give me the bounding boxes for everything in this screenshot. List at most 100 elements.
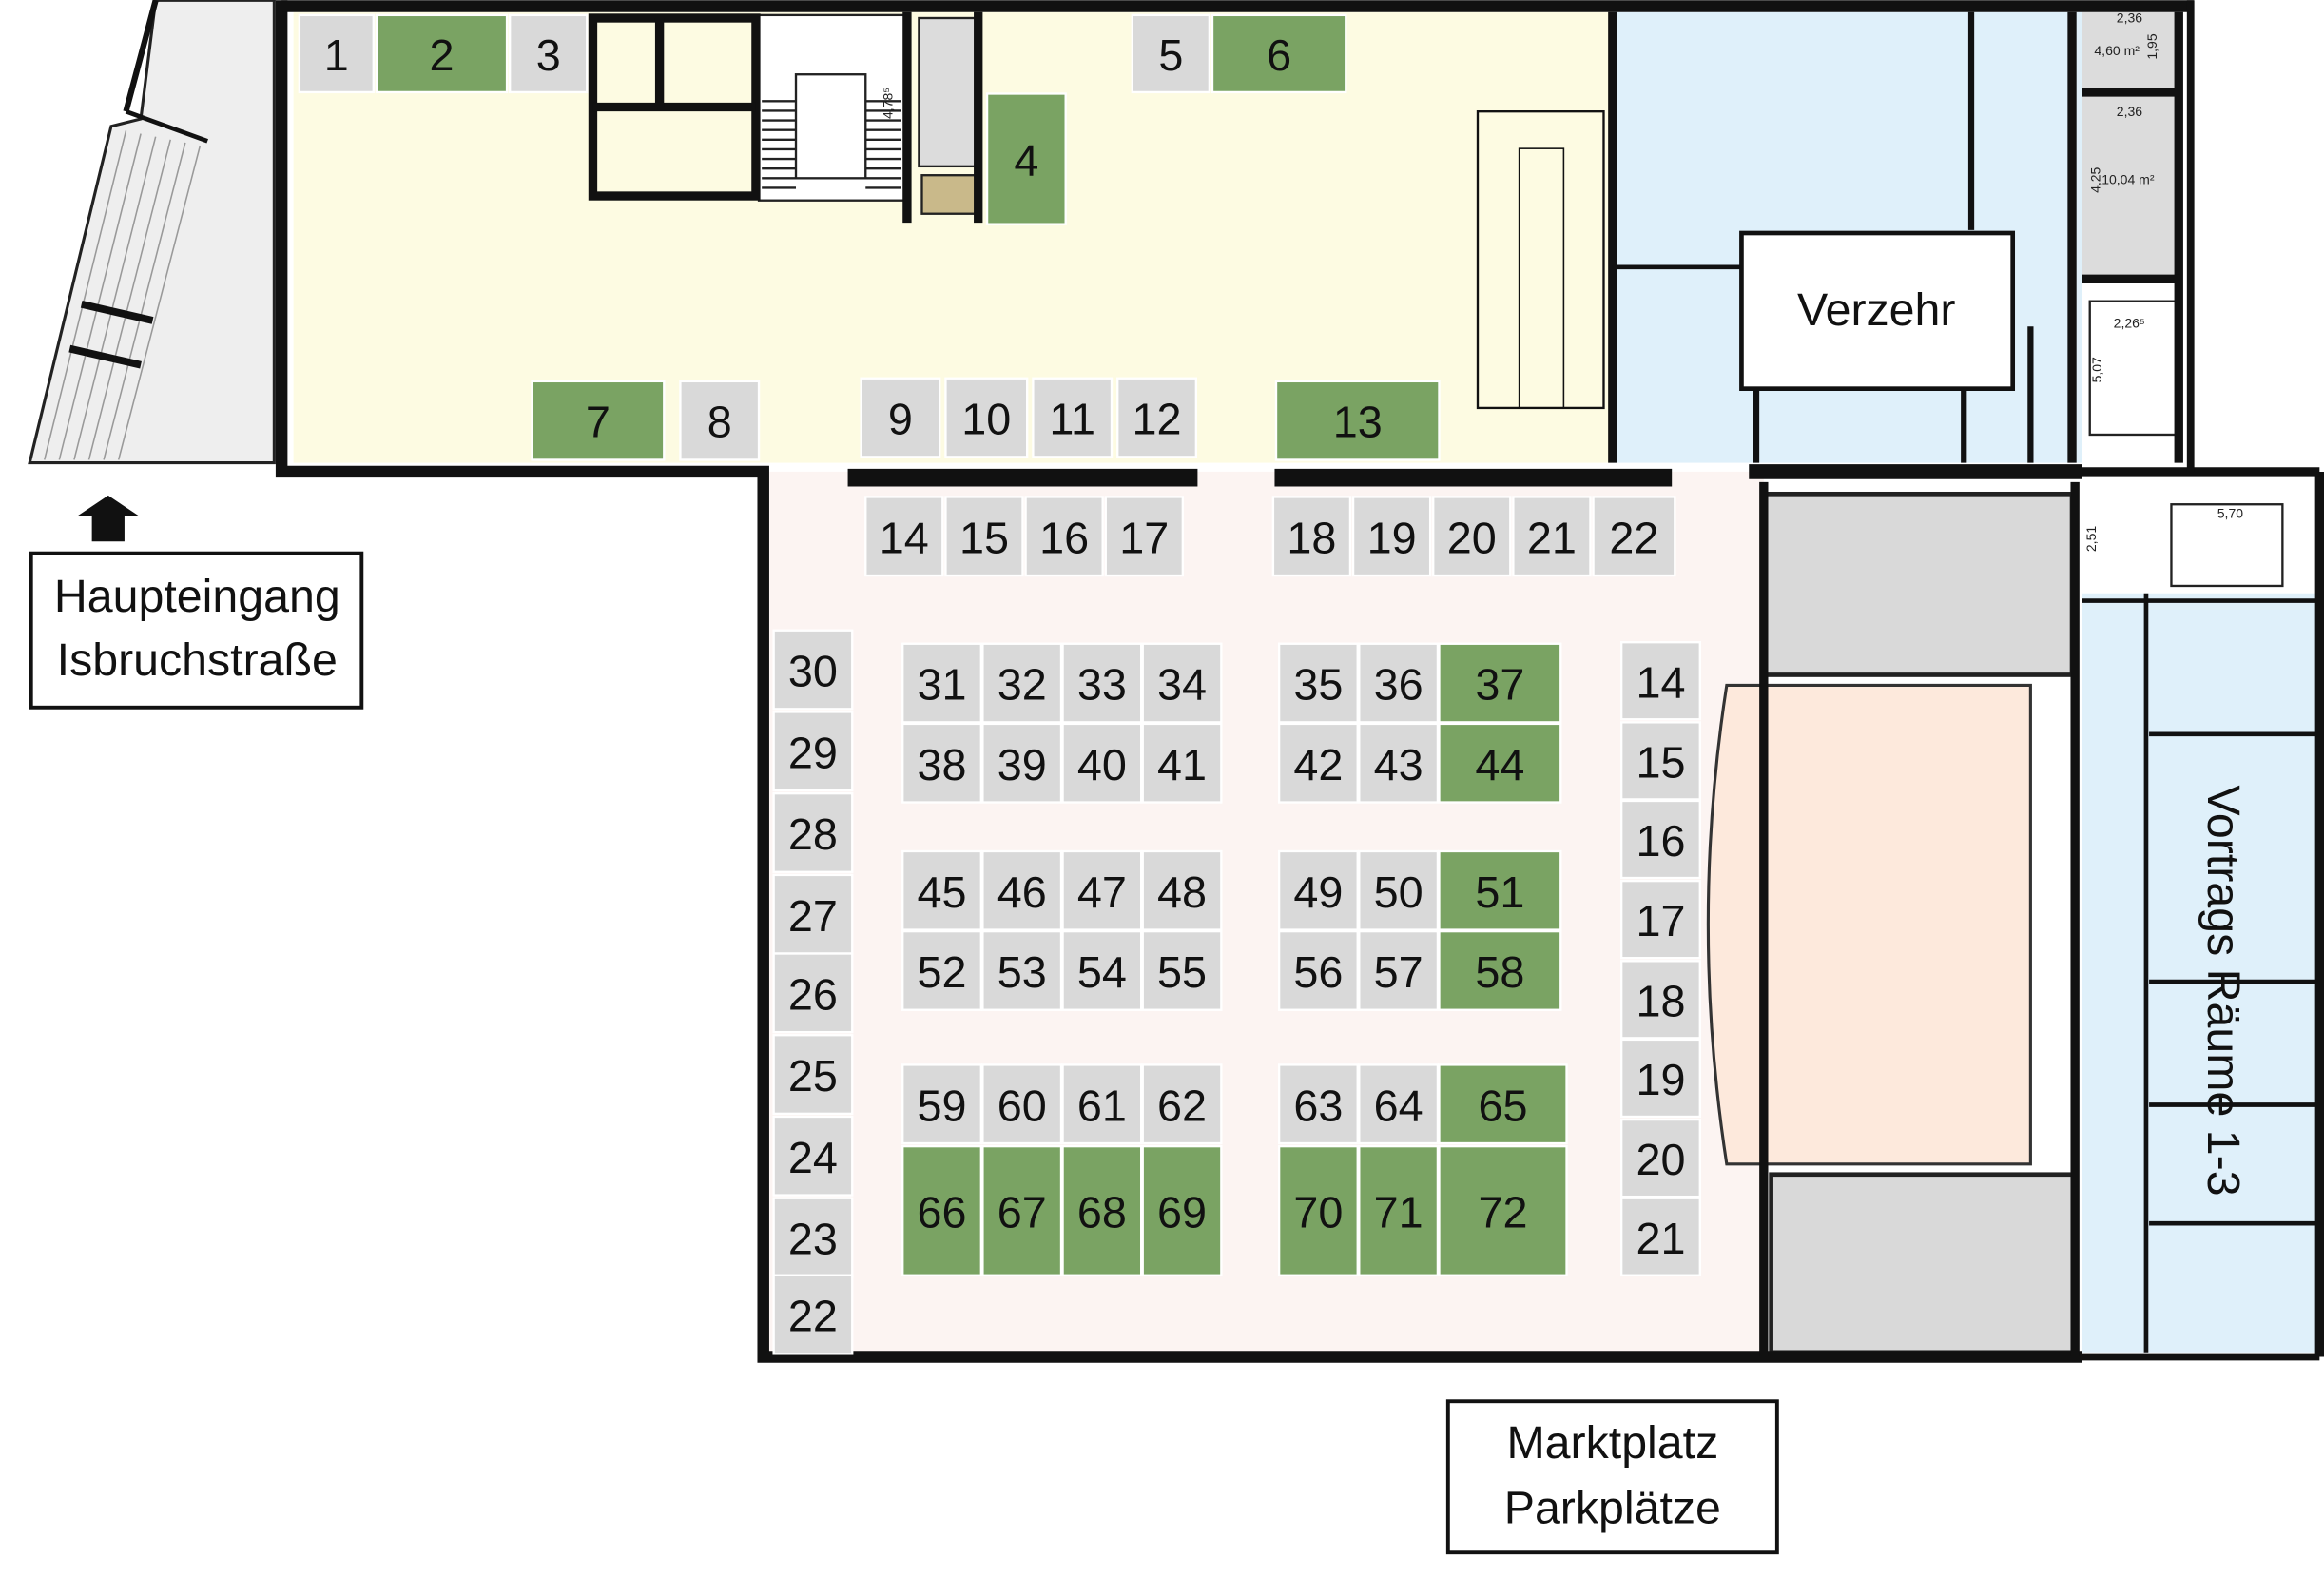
booth-65[interactable]: 65 <box>1438 1063 1568 1145</box>
booth-45[interactable]: 45 <box>901 849 983 931</box>
booth-number: 39 <box>997 740 1047 789</box>
staircase <box>757 13 2284 588</box>
booth-49[interactable]: 49 <box>1277 849 1359 931</box>
booth-number: 17 <box>1636 896 1685 945</box>
booth-7[interactable]: 7 <box>531 380 666 461</box>
booth-20[interactable]: 20 <box>1432 496 1512 577</box>
booth-28[interactable]: 28 <box>772 792 854 873</box>
booth-50[interactable]: 50 <box>1358 849 1440 931</box>
booth-cell <box>679 380 761 461</box>
booth-52[interactable]: 52 <box>901 929 983 1011</box>
main-entrance-label: Haupteingang Isbruchstraße <box>29 551 364 710</box>
booth-21[interactable]: 21 <box>1620 1197 1701 1276</box>
booth-59[interactable]: 59 <box>901 1063 983 1145</box>
booth-22[interactable]: 22 <box>772 1274 854 1355</box>
booth-72[interactable]: 72 <box>1438 1144 1568 1276</box>
booth-18[interactable]: 18 <box>1271 496 1352 577</box>
booth-29[interactable]: 29 <box>772 711 854 792</box>
booth-cell <box>1116 377 1198 458</box>
booth-32[interactable]: 32 <box>981 642 1063 724</box>
booth-55[interactable]: 55 <box>1141 929 1223 1011</box>
booth-24[interactable]: 24 <box>772 1115 854 1197</box>
booth-36[interactable]: 36 <box>1358 642 1440 724</box>
booth-38[interactable]: 38 <box>901 722 983 804</box>
booth-34[interactable]: 34 <box>1141 642 1223 724</box>
booth-17[interactable]: 17 <box>1104 496 1184 577</box>
booth-37[interactable]: 37 <box>1438 642 1562 724</box>
booth-4[interactable]: 4 <box>985 92 1067 225</box>
booth-3[interactable]: 3 <box>509 13 589 94</box>
booth-64[interactable]: 64 <box>1358 1063 1440 1145</box>
booth-21[interactable]: 21 <box>1512 496 1592 577</box>
booth-16[interactable]: 16 <box>1620 799 1701 880</box>
booth-22[interactable]: 22 <box>1592 496 1676 577</box>
booth-13[interactable]: 13 <box>1274 380 1441 461</box>
booth-16[interactable]: 16 <box>1024 496 1104 577</box>
booth-53[interactable]: 53 <box>981 929 1063 1011</box>
booth-12[interactable]: 12 <box>1116 377 1198 458</box>
booth-number: 16 <box>1636 816 1685 866</box>
booth-44[interactable]: 44 <box>1438 722 1562 804</box>
booth-57[interactable]: 57 <box>1358 929 1440 1011</box>
booth-1[interactable]: 1 <box>298 13 375 94</box>
booth-47[interactable]: 47 <box>1061 849 1143 931</box>
booth-23[interactable]: 23 <box>772 1197 854 1278</box>
booth-60[interactable]: 60 <box>981 1063 1063 1145</box>
booth-62[interactable]: 62 <box>1141 1063 1223 1145</box>
booth-43[interactable]: 43 <box>1358 722 1440 804</box>
booth-number: 6 <box>1267 30 1291 80</box>
booth-51[interactable]: 51 <box>1438 849 1562 931</box>
booth-41[interactable]: 41 <box>1141 722 1223 804</box>
booth-63[interactable]: 63 <box>1277 1063 1359 1145</box>
booth-17[interactable]: 17 <box>1620 879 1701 960</box>
booth-66[interactable]: 66 <box>901 1144 983 1276</box>
booth-30[interactable]: 30 <box>772 629 854 711</box>
booth-15[interactable]: 15 <box>1620 721 1701 801</box>
booth-cell <box>298 13 375 94</box>
booth-14[interactable]: 14 <box>1620 641 1701 721</box>
booth-cell <box>981 722 1063 804</box>
booth-71[interactable]: 71 <box>1358 1144 1440 1276</box>
booth-25[interactable]: 25 <box>772 1034 854 1116</box>
booth-54[interactable]: 54 <box>1061 929 1143 1011</box>
booth-58[interactable]: 58 <box>1438 929 1562 1011</box>
booth-27[interactable]: 27 <box>772 873 854 955</box>
booth-68[interactable]: 68 <box>1061 1144 1143 1276</box>
catering-area[interactable]: Verzehr <box>1739 230 2016 391</box>
dimension: 1,95 <box>2144 33 2159 59</box>
booth-2[interactable]: 2 <box>375 13 509 94</box>
booth-6[interactable]: 6 <box>1210 13 1347 94</box>
booth-40[interactable]: 40 <box>1061 722 1143 804</box>
booth-67[interactable]: 67 <box>981 1144 1063 1276</box>
booth-33[interactable]: 33 <box>1061 642 1143 724</box>
booth-46[interactable]: 46 <box>981 849 1063 931</box>
booth-39[interactable]: 39 <box>981 722 1063 804</box>
booth-10[interactable]: 10 <box>944 377 1029 458</box>
booth-48[interactable]: 48 <box>1141 849 1223 931</box>
booth-9[interactable]: 9 <box>860 377 941 458</box>
booth-number: 15 <box>959 513 1009 562</box>
booth-61[interactable]: 61 <box>1061 1063 1143 1145</box>
booth-number: 13 <box>1333 398 1383 447</box>
booth-20[interactable]: 20 <box>1620 1118 1701 1198</box>
booth-number: 19 <box>1367 513 1417 562</box>
booth-35[interactable]: 35 <box>1277 642 1359 724</box>
booth-8[interactable]: 8 <box>679 380 761 461</box>
booth-26[interactable]: 26 <box>772 952 854 1034</box>
booth-cell <box>1277 1144 1359 1276</box>
booth-11[interactable]: 11 <box>1032 377 1114 458</box>
booth-15[interactable]: 15 <box>944 496 1024 577</box>
booth-42[interactable]: 42 <box>1277 722 1359 804</box>
booth-56[interactable]: 56 <box>1277 929 1359 1011</box>
booth-31[interactable]: 31 <box>901 642 983 724</box>
booth-14[interactable]: 14 <box>864 496 944 577</box>
booth-number: 15 <box>1636 737 1685 787</box>
booth-number: 72 <box>1478 1188 1527 1237</box>
booth-5[interactable]: 5 <box>1131 13 1211 94</box>
booth-19[interactable]: 19 <box>1620 1038 1701 1119</box>
booth-19[interactable]: 19 <box>1351 496 1432 577</box>
booth-18[interactable]: 18 <box>1620 960 1701 1040</box>
booth-70[interactable]: 70 <box>1277 1144 1359 1276</box>
booth-69[interactable]: 69 <box>1141 1144 1223 1276</box>
entrance-line1: Haupteingang <box>54 571 340 622</box>
